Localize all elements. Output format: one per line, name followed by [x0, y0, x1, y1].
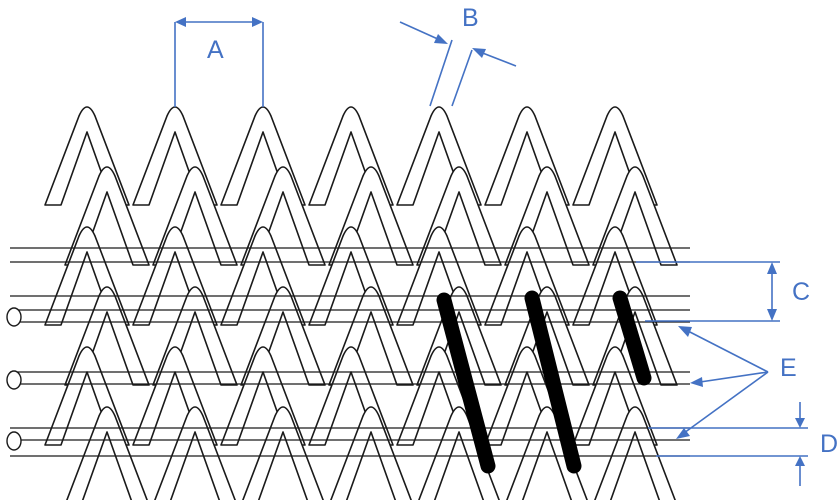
- spiral-crest: [418, 406, 500, 500]
- rod-end: [6, 431, 22, 451]
- spiral-crest: [242, 406, 324, 500]
- rod-end: [6, 370, 22, 390]
- label-b: B: [462, 4, 479, 32]
- highlighted-spiral: [524, 290, 582, 474]
- dimension-annotations: A B C D: [174, 4, 838, 486]
- dimension-c: C: [636, 261, 810, 322]
- label-e: E: [780, 354, 797, 382]
- right-margin: [690, 100, 840, 500]
- spiral-crest: [506, 406, 588, 500]
- dimension-a: A: [174, 17, 264, 107]
- label-d: D: [820, 430, 838, 458]
- dimension-b: B: [399, 4, 517, 107]
- spiral-layer: [66, 406, 676, 500]
- label-c: C: [792, 278, 810, 306]
- dimension-d: D: [648, 402, 838, 486]
- spiral-crest: [66, 406, 148, 500]
- dimension-e: E: [676, 326, 797, 439]
- spiral-crest: [154, 406, 236, 500]
- label-a: A: [207, 36, 224, 64]
- highlighted-spiral: [436, 292, 496, 474]
- wire-mesh: [44, 100, 840, 500]
- spiral-crest: [594, 406, 676, 500]
- rod-end: [6, 307, 22, 327]
- highlighted-spiral: [612, 290, 652, 386]
- spiral-layer: [44, 106, 658, 206]
- spiral-crest: [330, 406, 412, 500]
- highlighted-spirals: [436, 290, 652, 474]
